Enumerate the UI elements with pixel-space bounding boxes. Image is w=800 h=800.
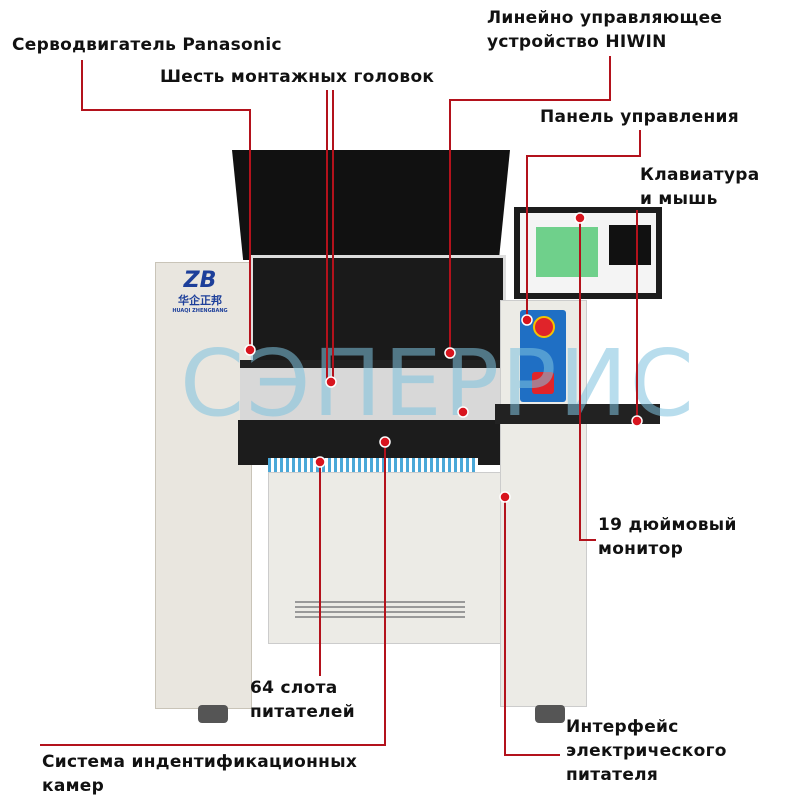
machine-lid (232, 150, 510, 260)
label-interface-line2: электрического (566, 741, 727, 761)
foot-left (198, 705, 228, 723)
dot-panel (521, 314, 533, 326)
label-monitor: 19 дюймовый монитор (598, 513, 737, 561)
label-interface-line3: питателя (566, 765, 659, 785)
dot-keyboard (631, 415, 643, 427)
label-keyboard: Клавиатура и мышь (640, 163, 760, 211)
dot-linear (444, 347, 456, 359)
label-heads: Шесть монтажных головок (160, 67, 435, 87)
label-monitor-line2: монитор (598, 539, 684, 559)
label-linear-line1: Линейно управляющее (487, 8, 723, 28)
label-monitor-line1: 19 дюймовый (598, 515, 737, 535)
logo-mark: ZB (183, 268, 217, 293)
leader-panel (526, 130, 641, 320)
leader-interface (504, 497, 560, 756)
dot-rail (457, 406, 469, 418)
dot-camera (379, 436, 391, 448)
dot-feeders (314, 456, 326, 468)
gantry (240, 360, 500, 428)
label-camera: Система индентификационных камер (42, 750, 357, 798)
label-feeders-line1: 64 слота (250, 678, 338, 698)
label-feeders-line2: питателей (250, 702, 355, 722)
leader-servo (81, 60, 251, 350)
label-servo: Серводвигатель Panasonic (12, 35, 282, 55)
label-keyboard-line1: Клавиатура (640, 165, 760, 185)
emergency-stop-button (533, 316, 555, 338)
machine-upper-cabinet (250, 255, 506, 366)
power-switch (532, 372, 554, 394)
watermark: СЭПЕРРИС (180, 330, 696, 437)
leader-linear (449, 56, 611, 353)
label-camera-line2: камер (42, 776, 105, 796)
dot-monitor (574, 212, 586, 224)
dot-servo (244, 344, 256, 356)
dot-heads (325, 376, 337, 388)
dot-interface (499, 491, 511, 503)
label-linear-line2: устройство HIWIN (487, 32, 667, 52)
logo-name-cn: 华企正邦 (178, 294, 222, 307)
cabinet-vent (295, 598, 465, 618)
label-feeders: 64 слота питателей (250, 676, 355, 724)
leader-camera (40, 442, 386, 746)
label-camera-line1: Система индентификационных (42, 752, 358, 772)
label-panel: Панель управления (540, 107, 739, 127)
label-interface-line1: Интерфейс (566, 717, 679, 737)
machine-left-column (155, 262, 252, 709)
label-linear: Линейно управляющее устройство HIWIN (487, 6, 722, 54)
label-keyboard-line2: и мышь (640, 189, 718, 209)
keyboard-tray (495, 404, 660, 424)
feeder-bank (238, 420, 506, 465)
leader-monitor (579, 218, 596, 541)
logo-name-en: HUAQI ZHENGBANG (172, 308, 228, 314)
foot-right (535, 705, 565, 723)
label-interface: Интерфейс электрического питателя (566, 715, 727, 787)
machine-logo: ZB 华企正邦 HUAQI ZHENGBANG (170, 268, 230, 315)
